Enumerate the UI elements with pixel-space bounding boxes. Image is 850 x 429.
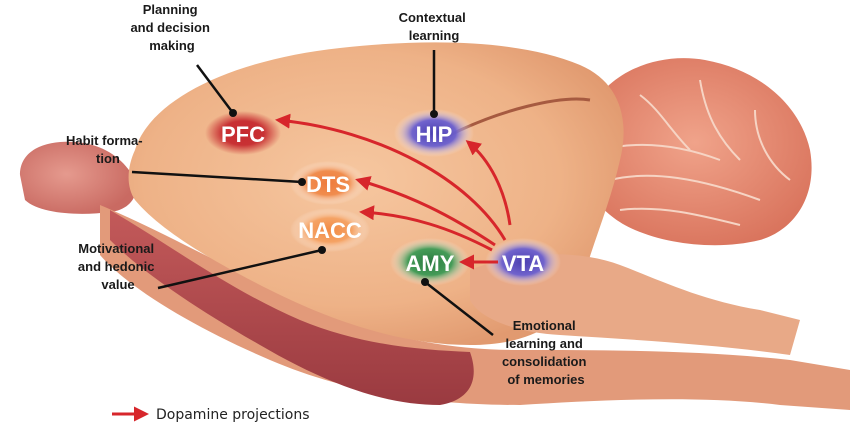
nacc-region xyxy=(290,208,370,252)
callout-motivational: Motivational and hedonic value xyxy=(78,241,158,292)
hip-label: HIP xyxy=(416,122,453,147)
amy-region xyxy=(390,238,470,286)
vta-label: VTA xyxy=(502,251,544,276)
leader-lines xyxy=(131,50,494,336)
leader-dots xyxy=(229,109,438,286)
callout-habit: Habit forma- tion xyxy=(66,133,146,166)
callout-planning: Planning and decision making xyxy=(130,2,213,53)
dts-label: DTS xyxy=(306,172,350,197)
legend: Dopamine projections xyxy=(112,406,310,423)
callout-emotional: Emotional learning and consolidation of … xyxy=(502,318,590,387)
pfc-region xyxy=(205,111,281,155)
arrow-vta-nacc xyxy=(359,205,493,252)
arrow-vta-pfc xyxy=(275,113,507,241)
arrow-vta-hip xyxy=(465,140,512,226)
arrow-vta-dts xyxy=(355,176,496,247)
dopamine-projections xyxy=(275,113,512,270)
amy-label: AMY xyxy=(406,251,455,276)
midbrain xyxy=(470,254,800,355)
legend-label: Dopamine projections xyxy=(156,407,310,423)
optic-tract xyxy=(110,210,474,405)
dts-region xyxy=(290,161,366,205)
callout-contextual: Contextual learning xyxy=(399,10,470,43)
olfactory-bulb xyxy=(20,141,137,214)
hip-region xyxy=(394,109,474,157)
pfc-label: PFC xyxy=(221,122,265,147)
nacc-label: NACC xyxy=(298,218,362,243)
vta-region xyxy=(485,238,561,286)
